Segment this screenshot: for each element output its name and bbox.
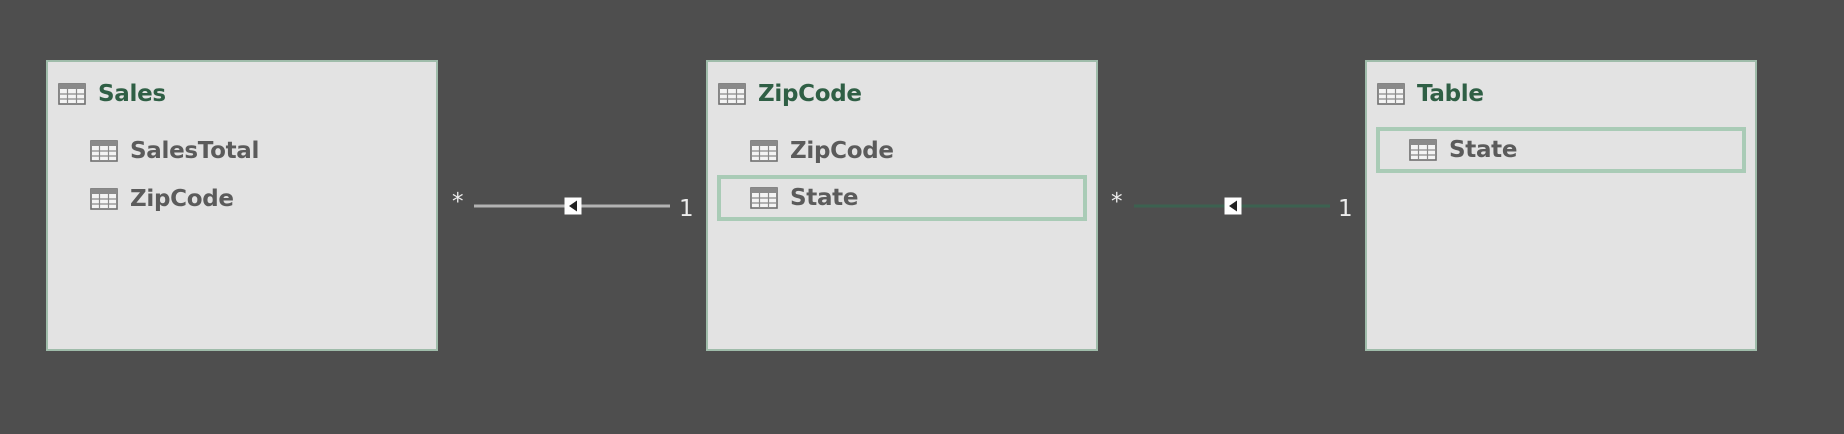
table-card-table[interactable]: Table State [1365, 60, 1757, 351]
table-icon [750, 187, 778, 209]
table-title: ZipCode [758, 81, 862, 107]
table-icon [750, 140, 778, 162]
relationship-line-zipcode-table[interactable] [1130, 193, 1340, 219]
filter-direction-icon [1224, 197, 1242, 215]
table-card-sales[interactable]: Sales SalesTotal [46, 60, 438, 351]
table-icon [90, 188, 118, 210]
field-label: State [790, 185, 859, 211]
field-label: ZipCode [130, 186, 234, 212]
field-row-state-selected[interactable]: State [717, 175, 1087, 221]
table-title: Sales [98, 81, 166, 107]
filter-direction-icon [564, 197, 582, 215]
field-row-state-selected[interactable]: State [1376, 127, 1746, 173]
cardinality-many: * [1111, 189, 1123, 215]
field-row-zipcode[interactable]: ZipCode [750, 131, 894, 171]
cardinality-one: 1 [1338, 196, 1353, 222]
relationship-line-sales-zipcode[interactable] [470, 193, 680, 219]
table-header-table[interactable]: Table [1377, 80, 1484, 108]
table-card-zipcode[interactable]: ZipCode ZipCode [706, 60, 1098, 351]
table-header-sales[interactable]: Sales [58, 80, 166, 108]
table-header-zipcode[interactable]: ZipCode [718, 80, 862, 108]
field-label: ZipCode [790, 138, 894, 164]
table-title: Table [1417, 81, 1484, 107]
table-icon [1409, 139, 1437, 161]
table-icon [90, 140, 118, 162]
table-icon [718, 83, 746, 105]
table-icon [58, 83, 86, 105]
field-row-salestotal[interactable]: SalesTotal [90, 131, 259, 171]
table-icon [1377, 83, 1405, 105]
field-row-zipcode[interactable]: ZipCode [90, 179, 234, 219]
field-label: SalesTotal [130, 138, 260, 164]
field-label: State [1449, 137, 1518, 163]
cardinality-many: * [452, 189, 464, 215]
cardinality-one: 1 [679, 196, 694, 222]
